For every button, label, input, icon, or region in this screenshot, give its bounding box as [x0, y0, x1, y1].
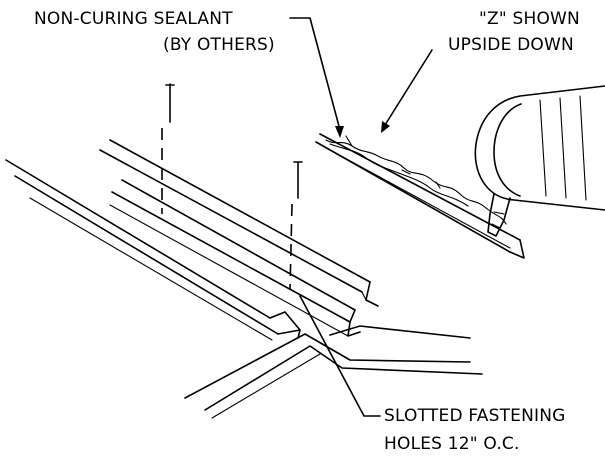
- fastener-right: [289, 161, 303, 291]
- holes-label-line1: SLOTTED FASTENING: [384, 406, 566, 426]
- fastener-left: [161, 83, 175, 214]
- leader-sealant: [289, 17, 344, 138]
- roof-panel: [5, 159, 483, 419]
- sealant-label-line2: (BY OTHERS): [163, 35, 275, 55]
- label-z-upside-down: "Z" SHOWN UPSIDE DOWN: [448, 9, 580, 55]
- holes-label-line2: HOLES 12" O.C.: [384, 434, 520, 454]
- z-label-line1: "Z" SHOWN: [479, 9, 580, 29]
- caulk-gun-icon: [474, 85, 605, 237]
- z-closure-installed: [99, 139, 379, 337]
- z-upside-down: [315, 133, 525, 259]
- leader-slotted-holes: [299, 295, 381, 417]
- label-non-curing-sealant: NON-CURING SEALANT (BY OTHERS): [34, 9, 275, 55]
- label-slotted-holes: SLOTTED FASTENING HOLES 12" O.C.: [384, 406, 566, 454]
- sealant-label-line1: NON-CURING SEALANT: [34, 9, 233, 29]
- z-label-line2: UPSIDE DOWN: [448, 35, 574, 55]
- leader-z-shape: [381, 49, 433, 133]
